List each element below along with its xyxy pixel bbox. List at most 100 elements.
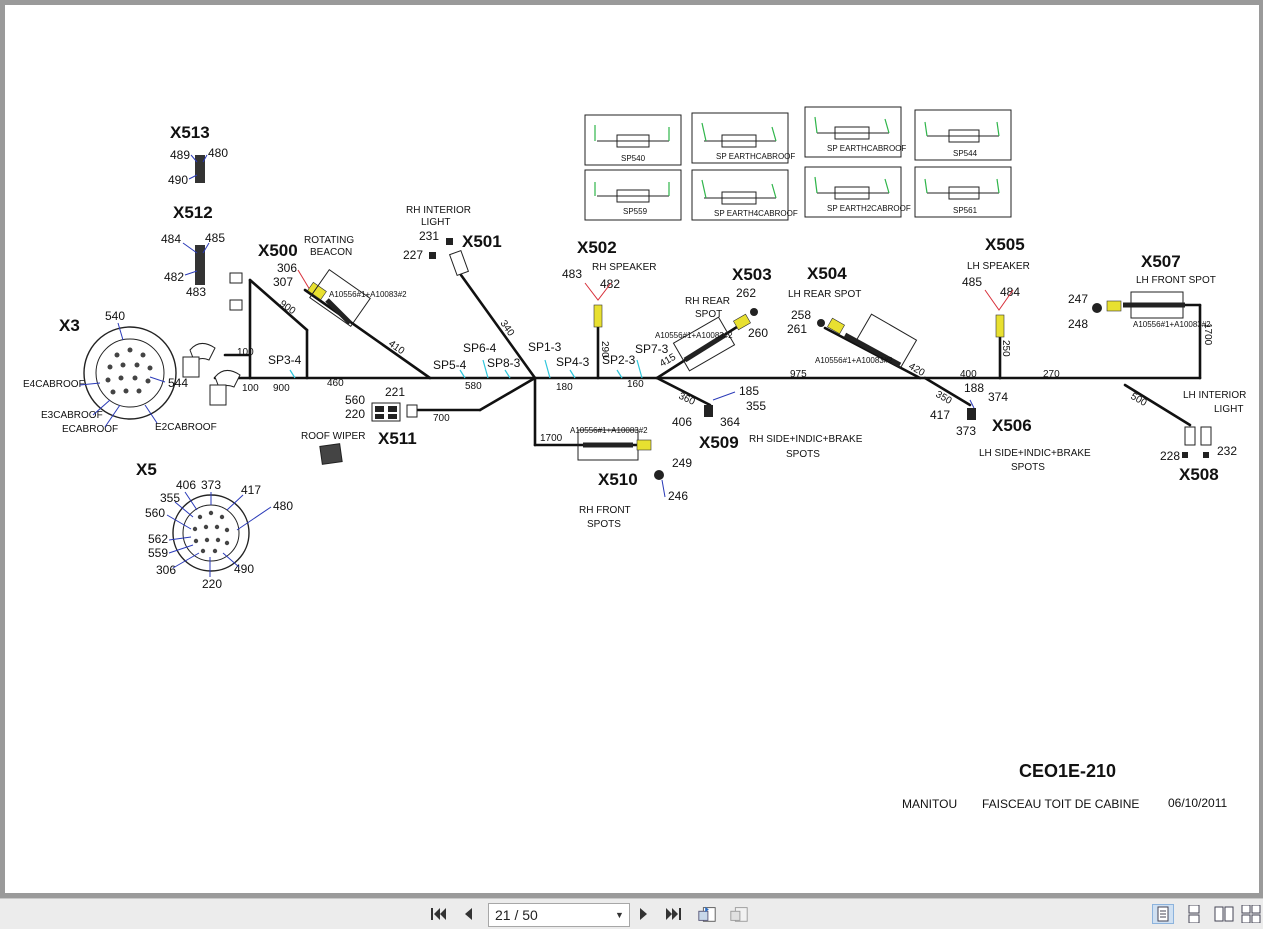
svg-text:1700: 1700 xyxy=(1202,323,1213,346)
svg-text:232: 232 xyxy=(1217,444,1237,458)
svg-text:X510: X510 xyxy=(598,470,638,489)
splice-box: SP559 xyxy=(584,169,682,221)
splice-box: SP EARTHCABROOF xyxy=(691,112,795,164)
next-page-icon[interactable] xyxy=(634,904,654,924)
svg-text:480: 480 xyxy=(208,146,228,160)
svg-text:100: 100 xyxy=(242,383,259,394)
svg-text:220: 220 xyxy=(202,577,222,591)
svg-text:900: 900 xyxy=(277,298,297,317)
connector-x506: X506 LH SIDE+INDIC+BRAKE SPOTS 188 374 4… xyxy=(930,381,1091,473)
svg-text:355: 355 xyxy=(746,399,766,413)
svg-text:306: 306 xyxy=(156,563,176,577)
first-page-icon[interactable] xyxy=(428,904,448,924)
last-page-icon[interactable] xyxy=(664,904,684,924)
svg-text:307: 307 xyxy=(273,275,293,289)
svg-text:580: 580 xyxy=(465,381,482,392)
svg-text:485: 485 xyxy=(962,275,982,289)
document-page: SP3-4 SP5-4 SP6-4 SP8-3 SP1-3 SP4-3 SP2-… xyxy=(5,5,1259,893)
svg-text:483: 483 xyxy=(562,267,582,281)
svg-text:460: 460 xyxy=(327,378,344,389)
svg-text:483: 483 xyxy=(186,285,206,299)
facing-view-icon[interactable] xyxy=(1213,904,1235,924)
svg-text:490: 490 xyxy=(168,173,188,187)
svg-text:RH REAR: RH REAR xyxy=(685,296,730,307)
svg-text:LH INTERIOR: LH INTERIOR xyxy=(1183,390,1246,401)
svg-text:400: 400 xyxy=(960,369,977,380)
splice-label: SP2-3 xyxy=(602,353,636,367)
svg-text:355: 355 xyxy=(160,491,180,505)
svg-text:SPOTS: SPOTS xyxy=(1011,462,1045,473)
svg-text:540: 540 xyxy=(105,309,125,323)
drawing-date: 06/10/2011 xyxy=(1168,796,1227,810)
svg-text:SP544: SP544 xyxy=(953,149,978,158)
connector-x501: X501 RH INTERIOR LIGHT 231 227 xyxy=(403,205,502,277)
svg-text:1700: 1700 xyxy=(540,433,563,444)
svg-text:406: 406 xyxy=(672,415,692,429)
continuous-view-icon[interactable] xyxy=(1183,904,1205,924)
splice-box: SP EARTH2CABROOF xyxy=(804,166,911,218)
svg-text:373: 373 xyxy=(201,478,221,492)
connector-x510: X510 RH FRONT SPOTS 249 246 A10556#1+A10… xyxy=(570,426,692,530)
connector-x504: X504 LH REAR SPOT 258 261 A10556#1+A1008… xyxy=(787,264,918,369)
svg-text:306: 306 xyxy=(277,261,297,275)
connector-x509: X509 RH SIDE+INDIC+BRAKE SPOTS 185 355 4… xyxy=(672,384,863,460)
prev-page-icon[interactable] xyxy=(458,904,478,924)
svg-text:X512: X512 xyxy=(173,203,213,222)
svg-text:A10556#1+A10083#2: A10556#1+A10083#2 xyxy=(655,331,733,340)
connector-x3: X3 540 544 E4CABROOF E3CABROOF ECABROOF … xyxy=(23,309,241,435)
svg-text:X501: X501 xyxy=(462,232,502,251)
thumbnail-view-icon[interactable] xyxy=(1240,904,1262,924)
wiring-diagram: SP3-4 SP5-4 SP6-4 SP8-3 SP1-3 SP4-3 SP2-… xyxy=(23,106,1246,811)
svg-text:RH INTERIOR: RH INTERIOR xyxy=(406,205,471,216)
svg-text:X504: X504 xyxy=(807,264,847,283)
svg-text:SPOT: SPOT xyxy=(695,309,722,320)
splice-label: SP5-4 xyxy=(433,358,467,372)
svg-text:185: 185 xyxy=(739,384,759,398)
svg-text:X505: X505 xyxy=(985,235,1025,254)
svg-text:X3: X3 xyxy=(59,316,80,335)
splice-label: SP3-4 xyxy=(268,353,302,367)
svg-text:SP EARTHCABROOF: SP EARTHCABROOF xyxy=(716,152,795,161)
svg-text:350: 350 xyxy=(934,389,954,407)
insert-page-icon[interactable] xyxy=(729,904,749,924)
svg-text:562: 562 xyxy=(148,532,168,546)
svg-text:975: 975 xyxy=(790,369,807,380)
svg-text:LH FRONT SPOT: LH FRONT SPOT xyxy=(1136,275,1216,286)
svg-text:262: 262 xyxy=(736,286,756,300)
svg-text:340: 340 xyxy=(498,318,517,338)
svg-text:A10556#1+A10083#2: A10556#1+A10083#2 xyxy=(570,426,648,435)
svg-text:SP EARTH4CABROOF: SP EARTH4CABROOF xyxy=(714,209,798,218)
harness-title: FAISCEAU TOIT DE CABINE xyxy=(982,797,1139,811)
svg-text:249: 249 xyxy=(672,456,692,470)
connector-x507: X507 LH FRONT SPOT 247 248 A10556#1+A100… xyxy=(1068,252,1216,331)
chevron-down-icon[interactable]: ▼ xyxy=(615,910,624,920)
svg-text:500: 500 xyxy=(1129,391,1149,409)
svg-text:374: 374 xyxy=(988,390,1008,404)
svg-text:RH FRONT: RH FRONT xyxy=(579,505,631,516)
page-indicator: 21 / 50 xyxy=(495,907,538,923)
svg-text:221: 221 xyxy=(385,385,405,399)
svg-text:246: 246 xyxy=(668,489,688,503)
svg-text:290: 290 xyxy=(599,341,610,358)
page-number-field[interactable]: 21 / 50 ▼ xyxy=(488,903,630,927)
svg-text:ROTATING: ROTATING xyxy=(304,235,354,246)
svg-text:417: 417 xyxy=(241,483,261,497)
single-page-view-icon[interactable] xyxy=(1152,904,1174,924)
extract-page-icon[interactable] xyxy=(697,904,717,924)
svg-text:ECABROOF: ECABROOF xyxy=(62,424,118,435)
svg-text:270: 270 xyxy=(1043,369,1060,380)
svg-text:LH SIDE+INDIC+BRAKE: LH SIDE+INDIC+BRAKE xyxy=(979,448,1091,459)
svg-text:180: 180 xyxy=(556,382,573,393)
connector-x500: X500 ROTATING BEACON 306 307 A10556#1+A1… xyxy=(229,235,407,327)
svg-text:364: 364 xyxy=(720,415,740,429)
svg-text:SP EARTH2CABROOF: SP EARTH2CABROOF xyxy=(827,204,911,213)
svg-text:544: 544 xyxy=(168,376,188,390)
splice-label: SP1-3 xyxy=(528,340,562,354)
svg-text:227: 227 xyxy=(403,248,423,262)
svg-text:373: 373 xyxy=(956,424,976,438)
svg-text:260: 260 xyxy=(748,326,768,340)
svg-text:X502: X502 xyxy=(577,238,617,257)
viewer-toolbar: 21 / 50 ▼ xyxy=(0,898,1263,929)
svg-text:X513: X513 xyxy=(170,123,210,142)
svg-text:250: 250 xyxy=(1000,340,1011,357)
